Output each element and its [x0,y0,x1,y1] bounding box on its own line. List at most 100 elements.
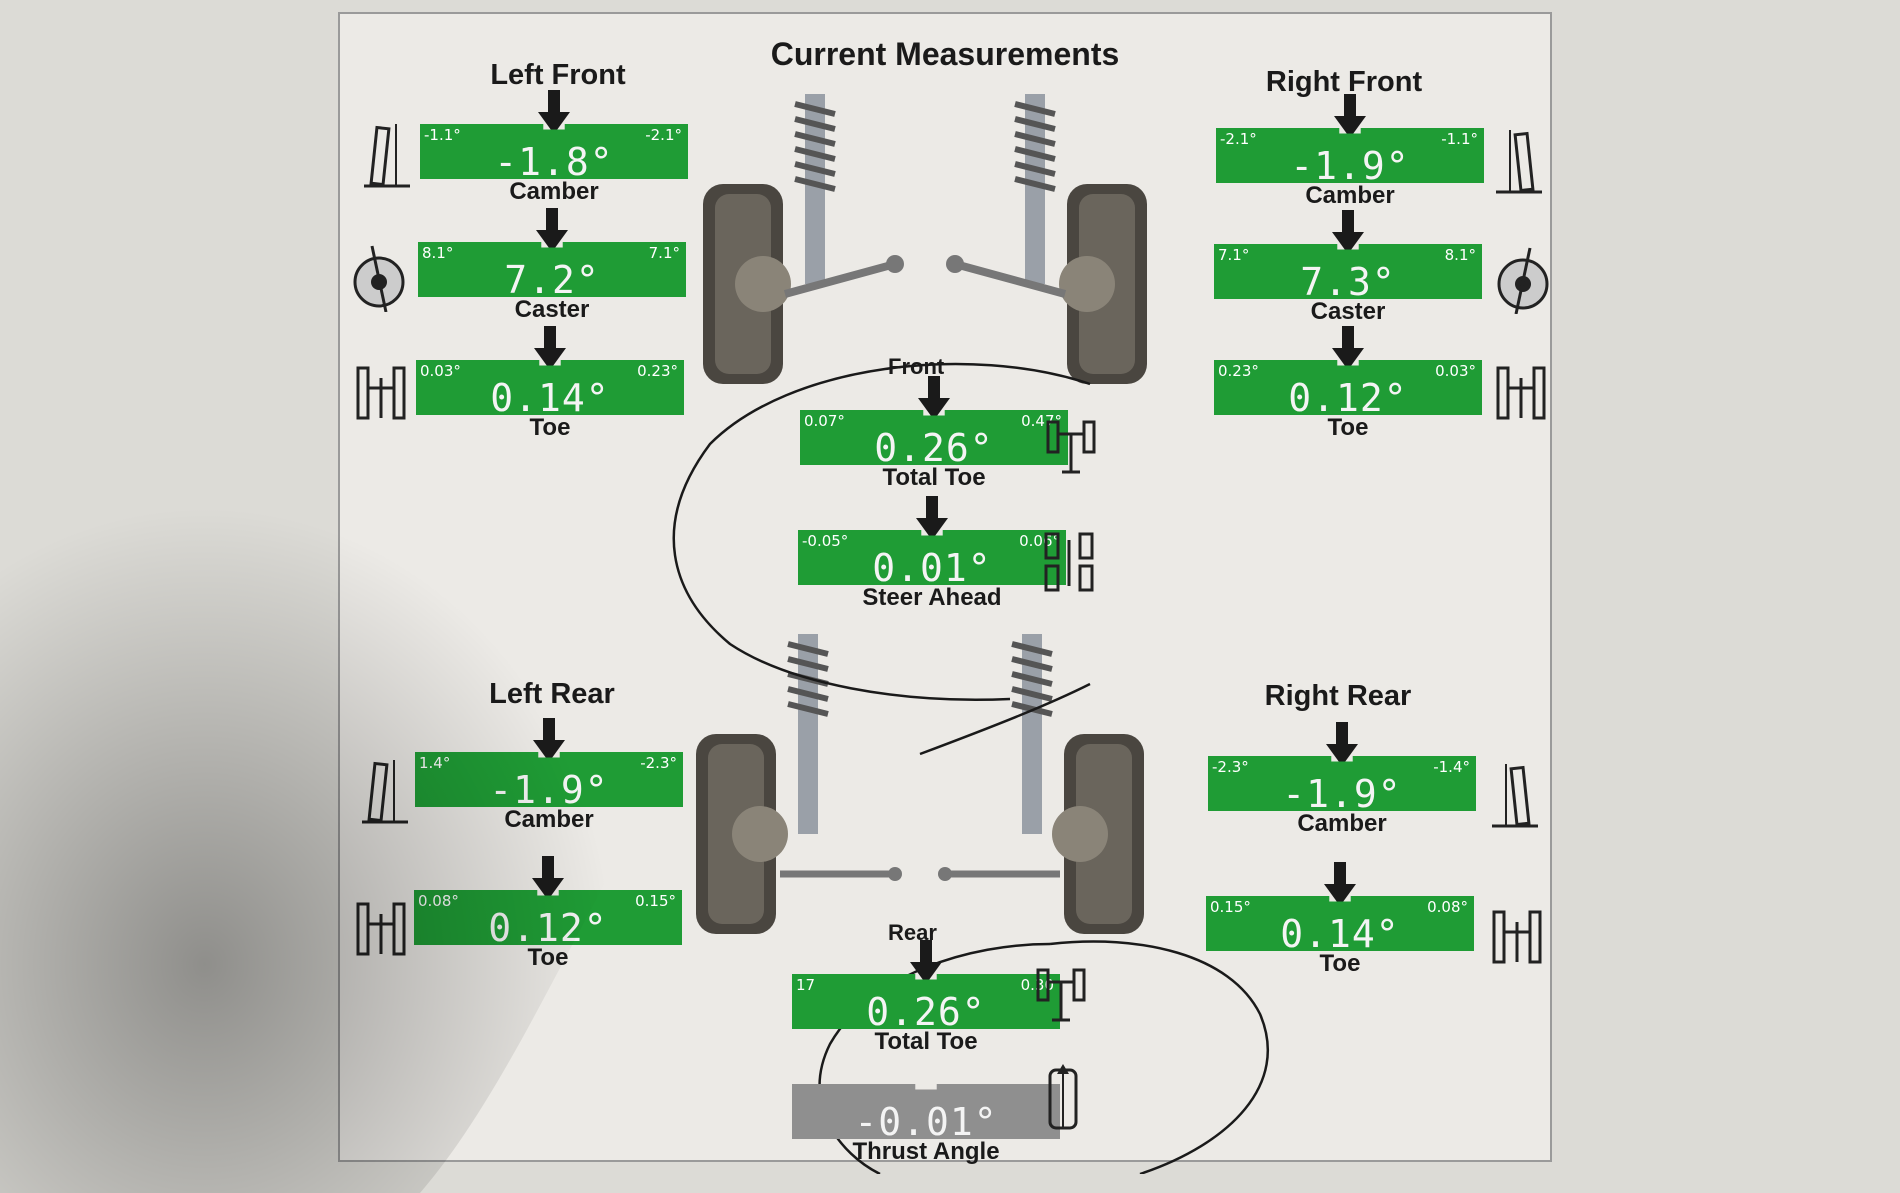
left-rear-camber: 1.4° -2.3° -1.9° Camber [415,718,683,833]
right-rear-toe: 0.15° 0.08° 0.14° Toe [1206,862,1474,977]
camber-wheel-icon [364,124,410,188]
measured-value: 7.2° [504,258,600,302]
down-arrow-icon [536,208,568,252]
range-bar [1214,244,1482,299]
measured-value: -1.9° [1282,772,1402,816]
measured-value: 0.01° [872,546,992,590]
max-spec: 7.1° [648,244,680,262]
measured-value: -1.9° [1290,144,1410,188]
max-spec: -1.1° [1441,130,1478,148]
min-spec: 0.15° [1210,898,1251,916]
min-spec: 8.1° [422,244,454,262]
left-front-toe: 0.03° 0.23° 0.14° Toe [416,326,684,441]
total-toe-axle-icon [1046,420,1096,474]
page-title: Current Measurements [770,36,1120,72]
max-spec: 8.1° [1444,246,1476,264]
range-bar [416,360,684,415]
range-bar [800,410,1068,465]
measure-label: Toe [527,944,569,971]
toe-wheel-icon [356,902,406,956]
camber-wheel-icon [1496,130,1542,194]
front-label: Front [888,354,945,379]
measure-label: Thrust Angle [852,1138,1000,1165]
measure-label: Camber [1297,810,1387,837]
front-suspension-illustration [703,94,1147,384]
caster-wheel-icon [353,245,405,312]
rear-thrust-angle: -0.01° Thrust Angle [792,1054,1060,1165]
range-bar [792,1084,1060,1139]
measure-label: Toe [1319,950,1361,977]
rear-total-toe: 17 0.30 0.26° Total Toe [792,940,1060,1055]
range-bar [798,530,1066,585]
measured-value: -1.8° [494,140,614,184]
down-arrow-icon [1332,210,1364,254]
left-front-strut [703,94,904,384]
max-spec: -1.4° [1433,758,1470,776]
left-front-caster: 8.1° 7.1° 7.2° Caster [418,208,686,323]
right-front-toe: 0.23° 0.03° 0.12° Toe [1214,326,1482,441]
measure-label: Caster [1310,298,1386,325]
camber-wheel-icon [1492,764,1538,828]
front-total-toe: 0.07° 0.47° 0.26° Total Toe [800,376,1068,491]
min-spec: 0.23° [1218,362,1259,380]
measure-label: Steer Ahead [862,584,1002,611]
right-front-caster: 7.1° 8.1° 7.3° Caster [1214,210,1482,325]
toe-wheel-icon [1496,366,1546,420]
measure-label: Toe [529,414,571,441]
range-bar [1206,896,1474,951]
caster-wheel-icon [1497,247,1549,314]
min-spec: 0.03° [420,362,461,380]
min-spec: 7.1° [1218,246,1250,264]
max-spec: 0.08° [1427,898,1468,916]
range-bar [1214,360,1482,415]
total-toe-axle-icon [1036,968,1086,1022]
measure-label: Caster [514,296,590,323]
max-spec: 0.06° [1019,532,1060,550]
measure-label: Camber [1305,182,1395,209]
alignment-printout: Current Measurements [338,12,1552,1174]
down-arrow-icon [1326,722,1358,766]
right-front-camber: -2.1° -1.1° -1.9° Camber [1216,94,1484,209]
max-spec: 0.23° [637,362,678,380]
left-front-camber: -1.1° -2.1° -1.8° Camber [420,90,688,205]
min-spec: 0.07° [804,412,845,430]
left-rear-toe: 0.08° 0.15° 0.12° Toe [414,856,682,971]
min-spec: 17 [796,976,816,994]
measured-value: 0.14° [490,376,610,420]
range-bar [418,242,686,297]
thrust-angle-icon [1048,1064,1078,1130]
min-spec: -0.05° [802,532,849,550]
right-rear-camber: -2.3° -1.4° -1.9° Camber [1208,722,1476,837]
measure-label: Total Toe [882,464,986,491]
down-arrow-icon [534,326,566,370]
range-bar [420,124,688,179]
down-arrow-icon [538,90,570,134]
range-bar [1208,756,1476,811]
measured-value: 0.14° [1280,912,1400,956]
left-front-title: Left Front [490,59,626,91]
range-bar [792,974,1060,1029]
measure-label: Camber [509,178,599,205]
measured-value: 0.26° [874,426,994,470]
down-arrow-icon [1334,94,1366,138]
left-rear-title: Left Rear [489,678,615,710]
down-arrow-icon [918,376,950,420]
front-steer-ahead: -0.05° 0.06° 0.01° Steer Ahead [798,496,1066,611]
measured-value: -0.01° [854,1100,998,1144]
right-rear-strut [938,634,1144,934]
down-arrow-icon [1332,326,1364,370]
min-spec: -2.3° [1212,758,1249,776]
right-front-strut [946,94,1147,384]
range-bar [1216,128,1484,183]
toe-wheel-icon [1492,910,1542,964]
measure-label: Toe [1327,414,1369,441]
down-arrow-icon [1324,862,1356,906]
measured-value: 7.3° [1300,260,1396,304]
measure-label: Camber [504,806,594,833]
right-front-title: Right Front [1265,66,1423,98]
max-spec: 0.47° [1021,412,1062,430]
max-spec: -2.1° [645,126,682,144]
measure-label: Total Toe [874,1028,978,1055]
measured-value: 0.26° [866,990,986,1034]
down-arrow-icon [916,496,948,540]
